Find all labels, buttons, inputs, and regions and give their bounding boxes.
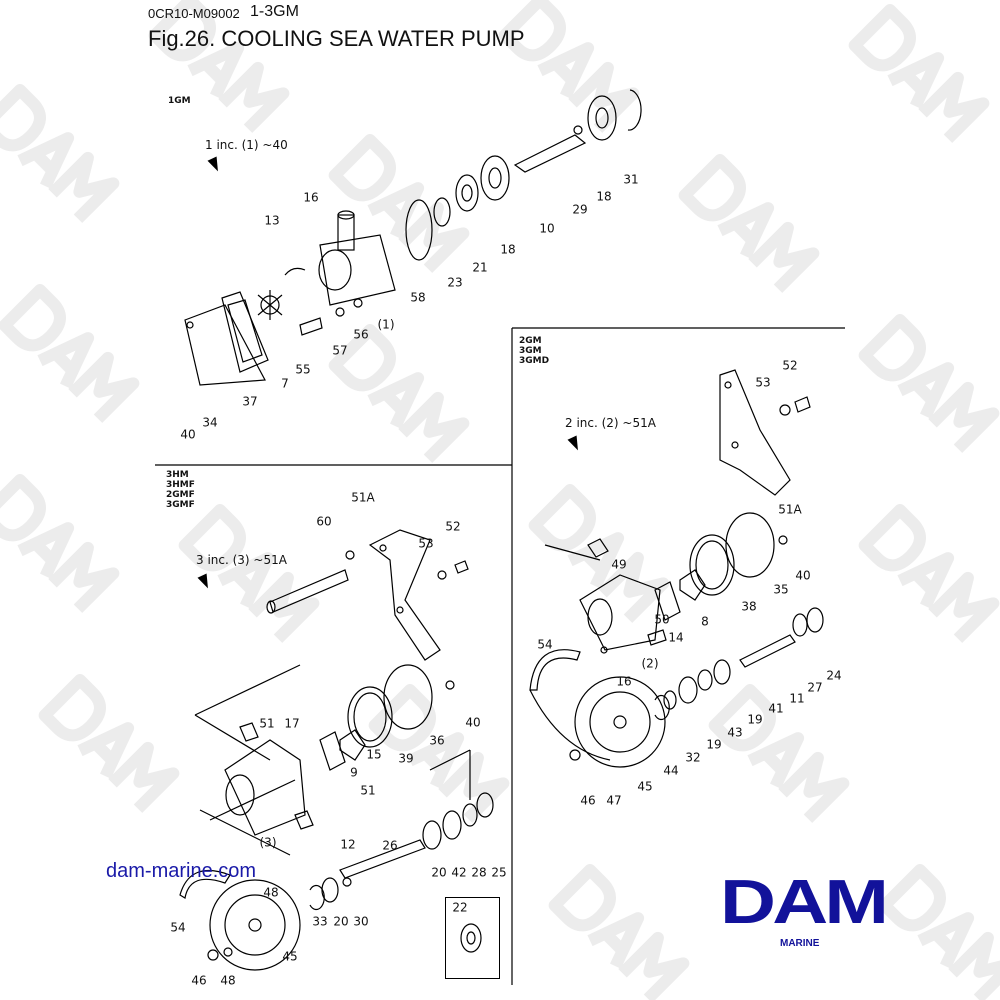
callout: 34	[202, 415, 218, 430]
callout: 36	[429, 733, 445, 748]
callout: 41	[768, 701, 784, 716]
inset-box-part-22	[445, 897, 500, 979]
pump-1gm-parts	[184, 89, 642, 386]
callout: 37	[242, 394, 258, 409]
model-label-2gm: 2GM 3GM 3GMD	[519, 336, 550, 366]
callout: 48	[220, 973, 236, 988]
callout: 50	[654, 612, 670, 627]
callout: (2)	[641, 656, 659, 671]
callout: 54	[170, 920, 186, 935]
callout: 26	[382, 838, 398, 853]
callout: 46	[580, 793, 596, 808]
callout: 51	[360, 783, 376, 798]
callout: 18	[500, 242, 516, 257]
include-note-2: 2 inc. (2) ~51A	[565, 416, 656, 430]
callout: 32	[685, 750, 701, 765]
callout: 29	[572, 202, 588, 217]
callout: 7	[281, 376, 289, 391]
callout: 14	[668, 630, 684, 645]
callout: 51A	[778, 502, 802, 517]
callout: 10	[539, 221, 555, 236]
callout: 19	[747, 712, 763, 727]
callout: 15	[366, 747, 382, 762]
callout: 20	[431, 865, 447, 880]
callout: 12	[340, 837, 356, 852]
callout: 38	[741, 599, 757, 614]
callout: 53	[418, 536, 434, 551]
callout: 11	[789, 691, 805, 706]
callout: 39	[398, 751, 414, 766]
pump-2gm-parts	[529, 369, 824, 768]
callout: 35	[773, 582, 789, 597]
callout: 9	[350, 765, 358, 780]
callout: (3)	[259, 835, 277, 850]
dam-logo-subtitle: MARINE	[780, 938, 820, 949]
callout: 24	[826, 668, 842, 683]
callout: 17	[284, 716, 300, 731]
callout: 33	[312, 914, 328, 929]
callout: 23	[447, 275, 463, 290]
engine-model: 1-3GM	[250, 3, 299, 20]
callout: 55	[295, 362, 311, 377]
callout: 52	[445, 519, 461, 534]
website-link[interactable]: dam-marine.com	[106, 860, 257, 882]
callout: 16	[303, 190, 319, 205]
model-label-3hm: 3HM 3HMF 2GMF 3GMF	[166, 470, 195, 510]
callout: 25	[491, 865, 507, 880]
pump-3hm-parts	[179, 529, 494, 971]
callout: 13	[264, 213, 280, 228]
callout: 40	[465, 715, 481, 730]
callout: 42	[451, 865, 467, 880]
callout: 22	[452, 900, 468, 915]
callout: 31	[623, 172, 639, 187]
callout: 46	[191, 973, 207, 988]
callout: 45	[637, 779, 653, 794]
callout: 60	[316, 514, 332, 529]
document-code: 0CR10-M09002	[148, 6, 240, 21]
callout: 20	[333, 914, 349, 929]
callout: 49	[611, 557, 627, 572]
callout: 21	[472, 260, 488, 275]
callout: 28	[471, 865, 487, 880]
callout: 18	[596, 189, 612, 204]
callout: 40	[180, 427, 196, 442]
callout: 48	[263, 885, 279, 900]
callout: 51A	[351, 490, 375, 505]
callout: 47	[606, 793, 622, 808]
include-note-3: 3 inc. (3) ~51A	[196, 553, 287, 567]
callout: 52	[782, 358, 798, 373]
callout: 45	[282, 949, 298, 964]
include-note-1: 1 inc. (1) ~40	[205, 138, 288, 152]
callout: 19	[706, 737, 722, 752]
callout: 44	[663, 763, 679, 778]
callout: 27	[807, 680, 823, 695]
callout: 51	[259, 716, 275, 731]
callout: 43	[727, 725, 743, 740]
callout: 40	[795, 568, 811, 583]
callout: 57	[332, 343, 348, 358]
callout: 30	[353, 914, 369, 929]
callout: 54	[537, 637, 553, 652]
callout: 53	[755, 375, 771, 390]
callout: 56	[353, 327, 369, 342]
figure-title: Fig.26. COOLING SEA WATER PUMP	[148, 26, 525, 51]
dam-logo: DAM	[720, 868, 889, 937]
model-label-1gm: 1GM	[168, 96, 191, 106]
callout: (1)	[377, 317, 395, 332]
callout: 16	[616, 674, 632, 689]
callout: 8	[701, 614, 709, 629]
callout: 58	[410, 290, 426, 305]
